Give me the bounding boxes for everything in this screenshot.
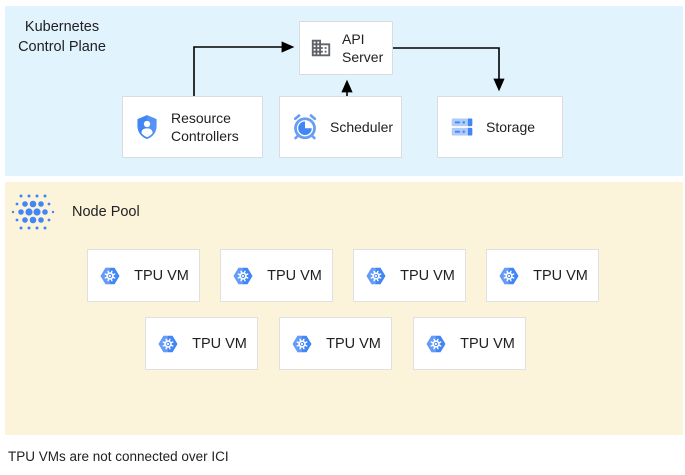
tpu-vm-label: TPU VM [192,335,247,352]
tpu-hexagon-icon [233,267,253,284]
node-label: Resource Controllers [171,109,239,144]
shield-user-icon [137,115,157,140]
node-label: API Server [342,30,384,65]
node-pool-header: Node Pool [10,189,140,235]
tpu-hexagon-icon [426,335,446,352]
node-resource-controllers: Resource Controllers [122,96,263,158]
tpu-vm-box: TPU VM [220,249,333,302]
alarm-clock-icon [293,114,317,140]
footnote-caption: TPU VMs are not connected over ICI [8,449,229,464]
node-pool-label: Node Pool [72,204,140,220]
dot-cluster-icon [11,194,55,230]
tpu-hexagon-icon [100,267,120,284]
node-storage: Storage [437,96,563,158]
tpu-vm-label: TPU VM [460,335,515,352]
node-label: Scheduler [330,118,394,135]
tpu-vm-label: TPU VM [326,335,381,352]
node-scheduler: Scheduler [279,96,402,158]
control-plane-label: Kubernetes Control Plane [18,19,106,55]
tpu-hexagon-icon [292,335,312,352]
node-pool-region [5,182,683,435]
tpu-vm-box: TPU VM [145,317,258,370]
server-stack-icon [451,118,473,136]
tpu-hexagon-icon [366,267,386,284]
tpu-vm-label: TPU VM [533,267,588,284]
tpu-vm-box: TPU VM [87,249,200,302]
tpu-vm-label: TPU VM [267,267,322,284]
node-label: Storage [486,118,536,135]
tpu-vm-box: TPU VM [353,249,466,302]
tpu-hexagon-icon [499,267,519,284]
tpu-vm-label: TPU VM [400,267,455,284]
tpu-vm-box: TPU VM [279,317,392,370]
tpu-vm-box: TPU VM [486,249,599,302]
tpu-vm-label: TPU VM [134,267,189,284]
node-api-server: API Server [299,21,393,75]
tpu-hexagon-icon [158,335,178,352]
tpu-vm-box: TPU VM [413,317,526,370]
building-icon [311,39,331,57]
